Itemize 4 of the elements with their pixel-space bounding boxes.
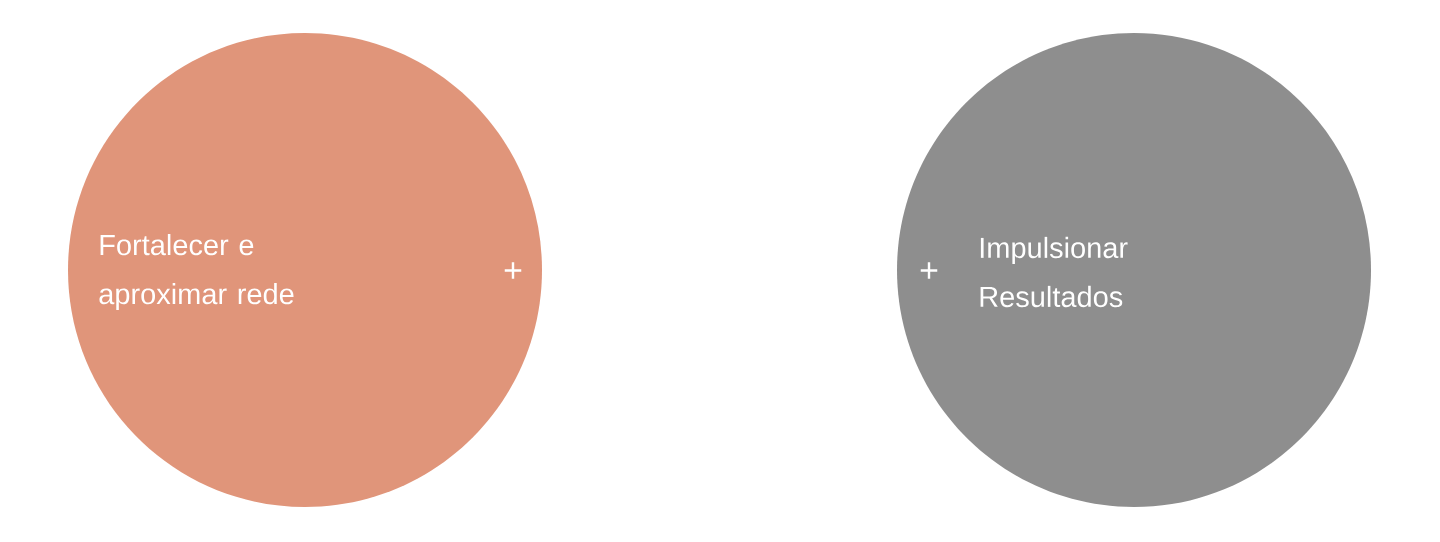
plus-sign: +	[504, 262, 522, 279]
circle-label: Impulsionar Resultados	[980, 236, 1128, 308]
plus-sign: +	[920, 262, 938, 279]
circle-label: Fortalecer e aproximar rede	[99, 234, 294, 311]
